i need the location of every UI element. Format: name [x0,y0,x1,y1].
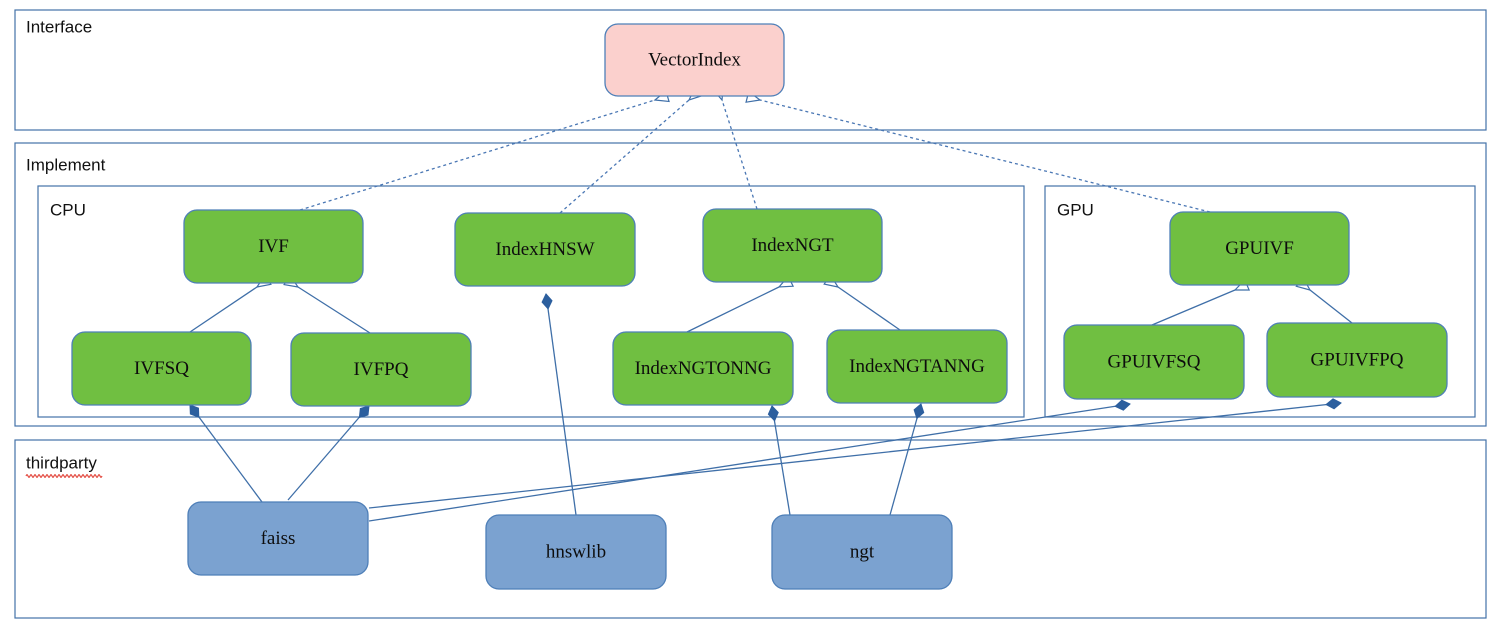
node-label-ngt: ngt [850,541,875,562]
node-box-faiss[interactable] [187,501,369,576]
edge-gpuivfpq-to-gpuivf [1309,289,1353,324]
node-box-indexngtanng[interactable] [826,329,1008,404]
edge-indexngtonng-to-indexngt [686,286,780,333]
edge-faiss-to-gpuivfsq [368,403,1131,522]
edge-indexhnsw-to-vectorindex [559,99,690,214]
marker-filled-diamond-faiss-to-gpuivfpq [1325,398,1342,410]
edge-ivfsq-to-ivf [189,286,258,333]
node-label-ivfpq: IVFPQ [354,359,409,380]
node-label-gpuivf: GPUIVF [1225,238,1294,259]
edge-ivfpq-to-ivf [297,286,371,334]
node-box-gpuivfpq[interactable] [1266,322,1448,398]
node-box-ivfpq[interactable] [290,332,472,407]
node-hnswlib[interactable]: hnswlib [485,514,667,590]
node-box-indexngt[interactable] [702,208,883,283]
node-label-vectorindex: VectorIndex [648,49,741,70]
node-box-ngt[interactable] [771,514,953,590]
edge-group [189,99,1353,522]
edge-ngt-to-indexngtonng [771,405,791,516]
node-label-indexngt: IndexNGT [751,235,834,256]
node-gpuivfpq[interactable]: GPUIVFPQ [1266,322,1448,398]
node-indexhnsw[interactable]: IndexHNSW [454,212,636,287]
node-faiss[interactable]: faiss [187,501,369,576]
node-label-gpuivfpq: GPUIVFPQ [1311,349,1404,370]
container-label-interface: Interface [26,17,92,36]
marker-filled-diamond-faiss-to-gpuivfsq [1114,399,1131,411]
container-label-gpu: GPU [1057,200,1094,219]
node-indexngtanng[interactable]: IndexNGTANNG [826,329,1008,404]
node-box-indexhnsw[interactable] [454,212,636,287]
node-gpuivf[interactable]: GPUIVF [1169,211,1350,286]
node-label-hnswlib: hnswlib [546,541,606,562]
node-label-indexhnsw: IndexHNSW [495,239,594,260]
node-box-ivfsq[interactable] [71,331,252,406]
node-gpuivfsq[interactable]: GPUIVFSQ [1063,324,1245,400]
node-label-indexngtanng: IndexNGTANNG [849,356,985,377]
container-label-implement: Implement [26,155,106,174]
node-box-ivf[interactable] [183,209,364,284]
edge-faiss-to-ivfpq [287,405,370,501]
node-box-gpuivfsq[interactable] [1063,324,1245,400]
marker-filled-diamond-faiss-to-ivfpq [358,405,370,419]
spellcheck-underline-thirdparty [25,474,103,478]
edge-gpuivfsq-to-gpuivf [1151,289,1236,326]
node-label-ivfsq: IVFSQ [134,358,189,379]
node-indexngt[interactable]: IndexNGT [702,208,883,283]
edge-indexngtanng-to-indexngt [837,286,901,331]
node-label-indexngtonng: IndexNGTONNG [635,358,772,379]
node-label-ivf: IVF [258,236,289,257]
container-label-cpu: CPU [50,200,86,219]
node-ivfsq[interactable]: IVFSQ [71,331,252,406]
marker-filled-diamond-hnswlib-to-indexhnsw [541,293,553,310]
edge-ivf-to-vectorindex [299,99,656,211]
node-box-hnswlib[interactable] [485,514,667,590]
node-box-vectorindex[interactable] [604,23,785,97]
node-box-indexngtonng[interactable] [612,331,794,406]
node-box-gpuivf[interactable] [1169,211,1350,286]
marker-filled-diamond-ngt-to-indexngtonng [767,405,779,422]
node-ivfpq[interactable]: IVFPQ [290,332,472,407]
edge-ngt-to-indexngtanng [889,403,922,516]
node-label-gpuivfsq: GPUIVFSQ [1108,351,1201,372]
node-indexngtonng[interactable]: IndexNGTONNG [612,331,794,406]
node-label-faiss: faiss [261,528,296,549]
marker-filled-diamond-ngt-to-indexngtanng [913,403,925,420]
edge-faiss-to-ivfsq [189,404,263,503]
edge-faiss-to-gpuivfpq [368,402,1342,509]
marker-filled-diamond-faiss-to-ivfsq [189,404,200,418]
edge-gpuivf-to-vectorindex [759,99,1211,213]
node-ngt[interactable]: ngt [771,514,953,590]
node-ivf[interactable]: IVF [183,209,364,284]
container-label-thirdparty: thirdparty [26,453,97,472]
edge-indexngt-to-vectorindex [721,99,758,210]
edge-hnswlib-to-indexhnsw [545,293,577,516]
node-vectorindex[interactable]: VectorIndex [604,23,785,97]
